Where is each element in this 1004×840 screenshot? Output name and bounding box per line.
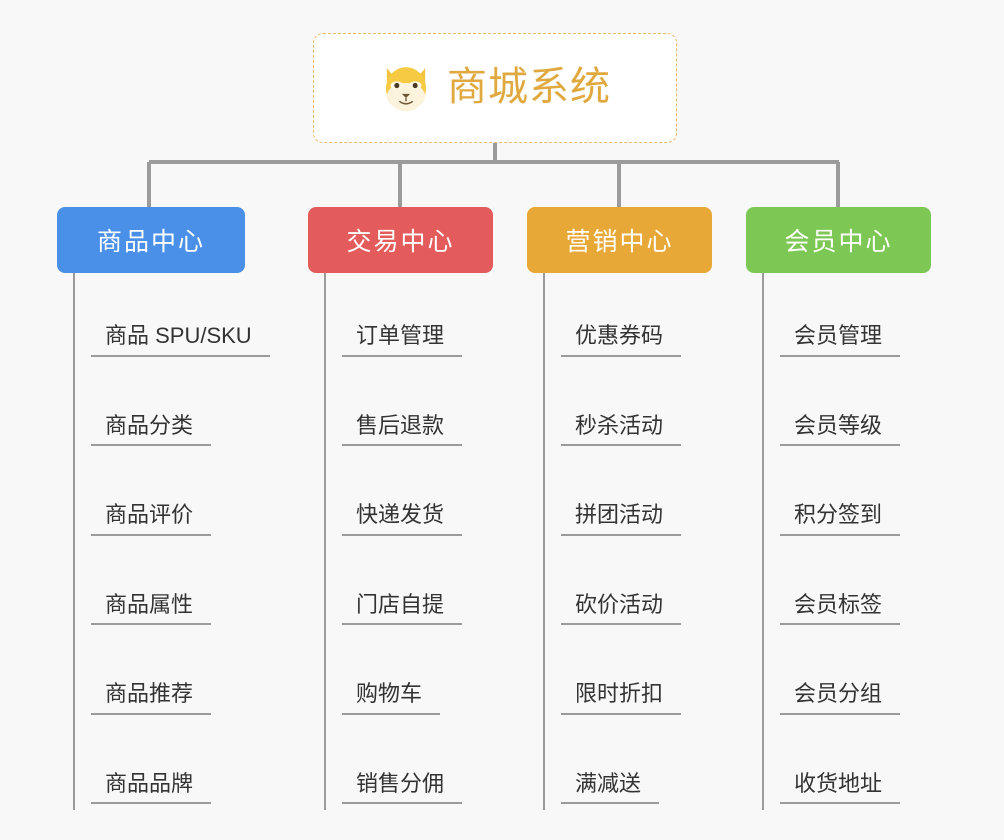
leaf-item-label: 限时折扣 [561,682,682,715]
leaf-item[interactable]: 销售分佣 [324,721,493,811]
leaf-item[interactable]: 售后退款 [324,363,493,453]
leaf-item-label: 积分签到 [780,503,901,536]
leaf-item[interactable]: 秒杀活动 [543,363,712,453]
leaf-item[interactable]: 限时折扣 [543,631,712,721]
leaf-item[interactable]: 收货地址 [762,721,931,811]
leaf-item-label: 商品评价 [91,503,212,536]
category-label: 会员中心 [784,228,893,256]
leaf-item-label: 门店自提 [342,592,463,625]
leaf-item-label: 商品品牌 [91,771,212,804]
shiba-dog-face-icon [386,67,426,112]
leaf-item-label: 砍价活动 [561,592,682,625]
column-trade-center: 交易中心订单管理售后退款快递发货门店自提购物车销售分佣 [308,207,493,810]
leaf-item-label: 售后退款 [342,413,463,446]
leaf-item-label: 购物车 [342,682,441,715]
leaf-item[interactable]: 商品评价 [73,452,245,542]
category-header-marketing-center[interactable]: 营销中心 [527,207,712,273]
category-label: 营销中心 [565,228,674,256]
leaf-item-label: 商品分类 [91,413,212,446]
leaf-item[interactable]: 会员分组 [762,631,931,721]
leaf-item-label: 商品 SPU/SKU [91,324,270,357]
leaf-item-label: 会员分组 [780,682,901,715]
category-label: 商品中心 [96,228,205,256]
leaf-item-label: 快递发货 [342,503,463,536]
leaf-item-label: 拼团活动 [561,503,682,536]
leaf-list-trade-center: 订单管理售后退款快递发货门店自提购物车销售分佣 [324,273,493,810]
column-marketing-center: 营销中心优惠券码秒杀活动拼团活动砍价活动限时折扣满减送 [527,207,712,810]
leaf-item[interactable]: 商品品牌 [73,721,245,811]
leaf-list-member-center: 会员管理会员等级积分签到会员标签会员分组收货地址 [762,273,931,810]
leaf-item[interactable]: 会员标签 [762,542,931,632]
leaf-item[interactable]: 商品分类 [73,363,245,453]
category-header-product-center[interactable]: 商品中心 [57,207,245,273]
leaf-item[interactable]: 商品推荐 [73,631,245,721]
column-product-center: 商品中心商品 SPU/SKU 商品分类商品评价商品属性商品推荐商品品牌 [57,207,270,811]
leaf-item[interactable]: 商品 SPU/SKU [73,273,270,363]
leaf-item[interactable]: 会员等级 [762,363,931,453]
category-header-member-center[interactable]: 会员中心 [746,207,931,273]
leaf-item[interactable]: 砍价活动 [543,542,712,632]
category-label: 交易中心 [346,228,455,256]
leaf-item-label: 商品属性 [91,592,212,625]
leaf-list-product-center: 商品 SPU/SKU 商品分类商品评价商品属性商品推荐商品品牌 [73,273,270,811]
leaf-item[interactable]: 购物车 [324,631,493,721]
leaf-item[interactable]: 拼团活动 [543,452,712,542]
leaf-item-label: 订单管理 [342,324,463,357]
leaf-item[interactable]: 会员管理 [762,273,931,363]
leaf-item[interactable]: 门店自提 [324,542,493,632]
leaf-item-label: 商品推荐 [91,682,212,715]
leaf-item[interactable]: 积分签到 [762,452,931,542]
leaf-item-label: 秒杀活动 [561,413,682,446]
leaf-item-label: 满减送 [561,771,660,804]
leaf-list-marketing-center: 优惠券码秒杀活动拼团活动砍价活动限时折扣满减送 [543,273,712,810]
leaf-item-label: 会员等级 [780,413,901,446]
leaf-item-label: 优惠券码 [561,324,682,357]
leaf-item-label: 收货地址 [780,771,901,804]
column-member-center: 会员中心会员管理会员等级积分签到会员标签会员分组收货地址 [746,207,931,810]
leaf-item-label: 会员标签 [780,592,901,625]
leaf-item[interactable]: 商品属性 [73,542,245,632]
leaf-item[interactable]: 满减送 [543,721,712,811]
leaf-item-label: 会员管理 [780,324,901,357]
root-node[interactable]: 商城系统 [313,33,677,143]
leaf-item[interactable]: 订单管理 [324,273,493,363]
leaf-item-label: 销售分佣 [342,771,463,804]
leaf-item[interactable]: 快递发货 [324,452,493,542]
leaf-item[interactable]: 优惠券码 [543,273,712,363]
category-header-trade-center[interactable]: 交易中心 [308,207,493,273]
root-title: 商城系统 [447,65,611,109]
